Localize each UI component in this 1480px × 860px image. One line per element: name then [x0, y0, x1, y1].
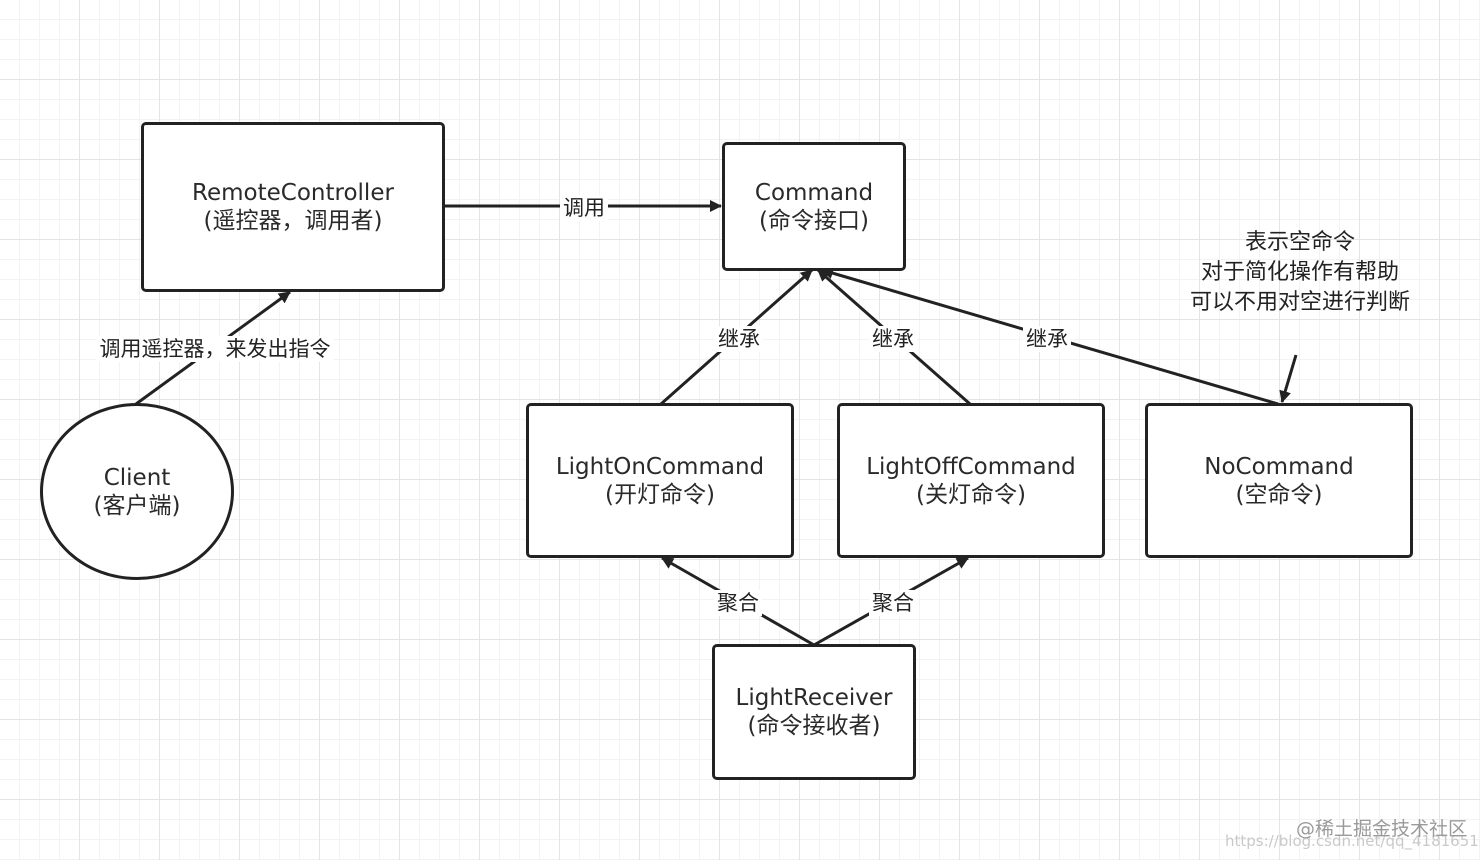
node-subtitle: (客户端) [93, 492, 181, 519]
node-subtitle: (命令接口) [759, 207, 869, 234]
node-subtitle: (遥控器，调用者) [203, 208, 383, 234]
edge-label-receiver-to-on: 聚合 [714, 590, 762, 616]
edge-note-pointer [1279, 354, 1298, 403]
edge-label-on-inherits: 继承 [715, 326, 763, 352]
node-title: LightReceiver [735, 685, 893, 711]
node-title: Command [754, 179, 874, 206]
node-title: LightOnCommand [555, 453, 765, 480]
node-remote-controller[interactable]: RemoteController (遥控器，调用者) [141, 122, 445, 292]
node-no-command[interactable]: NoCommand (空命令) [1145, 403, 1413, 558]
node-title: LightOffCommand [866, 453, 1076, 480]
edge-label-client-to-remote: 调用遥控器，来发出指令 [96, 336, 334, 362]
edge-label-off-inherits: 继承 [869, 326, 917, 352]
node-subtitle: (关灯命令) [916, 481, 1026, 508]
note-line: 表示空命令 [1244, 230, 1355, 255]
node-light-off-command[interactable]: LightOffCommand (关灯命令) [837, 403, 1105, 558]
node-client[interactable]: Client (客户端) [40, 403, 234, 580]
node-title: RemoteController [192, 180, 394, 206]
edge-label-no-inherits: 继承 [1023, 326, 1071, 352]
node-subtitle: (空命令) [1235, 481, 1323, 508]
node-subtitle: (命令接收者) [747, 713, 881, 739]
node-subtitle: (开灯命令) [605, 481, 715, 508]
watermark-brand: @稀土掘金技术社区 [1296, 818, 1468, 840]
node-title: NoCommand [1204, 453, 1354, 480]
note-text: 表示空命令 对于简化操作有帮助 可以不用对空进行判断 [1160, 228, 1440, 318]
watermark-url: https://blog.csdn.net/qq_41816516 [1225, 832, 1480, 850]
note-line: 对于简化操作有帮助 [1200, 260, 1399, 285]
node-title: Client [103, 464, 171, 491]
node-command[interactable]: Command (命令接口) [722, 142, 906, 271]
node-light-on-command[interactable]: LightOnCommand (开灯命令) [526, 403, 794, 558]
edge-label-remote-to-command: 调用 [560, 195, 608, 221]
edge-label-receiver-to-off: 聚合 [869, 590, 917, 616]
node-light-receiver[interactable]: LightReceiver (命令接收者) [712, 644, 916, 780]
note-line: 可以不用对空进行判断 [1189, 290, 1410, 315]
